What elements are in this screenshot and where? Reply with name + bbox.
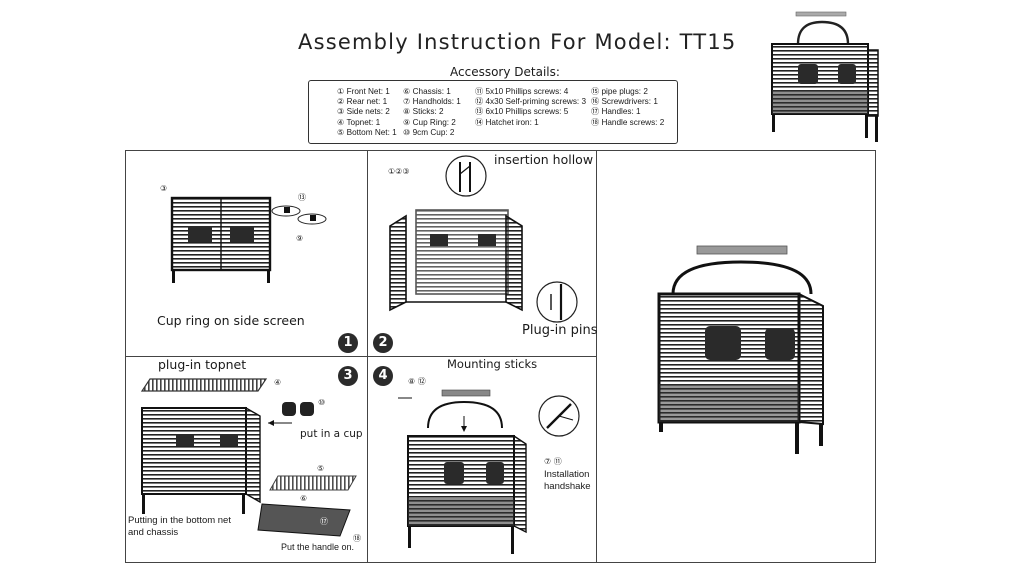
handle-ref: ⑰ (320, 517, 328, 526)
accessory-title: Accessory Details: (450, 65, 560, 79)
finished-frame-drawing (407, 434, 527, 554)
accessory-item: ⑫ 4x30 Self-priming screws: 3 (475, 97, 587, 107)
plug-in-pin-detail-icon (536, 281, 578, 323)
cage-body-drawing (141, 406, 261, 514)
bottom-caption-line-2: and chassis (128, 527, 179, 538)
accessory-item: ⑯ Screwdrivers: 1 (591, 97, 658, 107)
handle-screw-ref: ⑱ (353, 534, 361, 543)
cup-ref: ⑩ (318, 398, 326, 407)
accessory-item: ⑧ Sticks: 2 (403, 107, 444, 117)
accessory-item: ② Rear net: 1 (337, 97, 388, 107)
top-net-ref: ④ (274, 378, 282, 387)
frame-assembly-drawing (389, 209, 523, 312)
step-3-badge: 3 (338, 366, 358, 386)
accessory-item: ⑪ 5x10 Phillips screws: 4 (475, 87, 569, 96)
cup-caption: put in a cup (300, 428, 363, 440)
bottom-net-ref: ⑤ (317, 464, 325, 473)
accessory-item: ⑰ Handles: 1 (591, 107, 641, 117)
step-4-caption-line-2: handshake (544, 481, 591, 492)
step-4-badge: 4 (373, 366, 393, 386)
insertion-hollow-detail-icon (445, 155, 487, 197)
accessory-item: ⑮ pipe plugs: 2 (591, 87, 648, 96)
accessory-item: ⑱ Handle screws: 2 (591, 117, 665, 127)
step-2-badge: 2 (373, 333, 393, 353)
step-4-caption-line-1: Installation (544, 469, 590, 480)
side-net-ref: ③ (160, 184, 168, 193)
step-3-title: plug-in topnet (158, 357, 247, 372)
product-thumbnail (771, 11, 879, 142)
accessory-list: ① Front Net: 1 ② Rear net: 1 ③ Side nets… (308, 80, 678, 144)
chassis-drawing (257, 503, 351, 537)
chassis-ref: ⑥ (300, 494, 308, 503)
net-refs: ①②③ (388, 167, 410, 176)
top-net-drawing (140, 378, 268, 392)
bottom-caption-line-1: Putting in the bottom net (128, 515, 231, 526)
cup-drawing (282, 402, 314, 416)
installation-refs: ⑦ ⑪ (544, 457, 562, 466)
step-2-caption: Plug-in pins (522, 323, 598, 338)
accessory-item: ③ Side nets: 2 (337, 107, 390, 117)
step-2-title: insertion hollow (494, 152, 594, 167)
accessory-item: ⑬ 6x10 Phillips screws: 5 (475, 107, 569, 117)
mount-detail-icon (538, 395, 580, 437)
accessory-column-4: ⑮ pipe plugs: 2 ⑯ Screwdrivers: 1 ⑰ Hand… (591, 87, 664, 128)
accessory-item: ⑩ 9cm Cup: 2 (403, 127, 455, 137)
accessory-column-2: ⑥ Chassis: 1 ⑦ Handholds: 1 ⑧ Sticks: 2 … (403, 87, 461, 138)
handle-caption: Put the handle on. (281, 542, 355, 552)
cup-ring-ref: ⑨ (296, 234, 304, 243)
bottom-net-drawing (269, 475, 357, 491)
accessory-item: ⑥ Chassis: 1 (403, 87, 451, 96)
side-net-drawing (170, 196, 272, 283)
accessory-item: ④ Topnet: 1 (337, 117, 381, 127)
accessory-column-1: ① Front Net: 1 ② Rear net: 1 ③ Side nets… (337, 87, 397, 138)
final-cage-illustration (657, 245, 824, 454)
accessory-column-3: ⑪ 5x10 Phillips screws: 4 ⑫ 4x30 Self-pr… (475, 87, 586, 128)
accessory-item: ⑨ Cup Ring: 2 (403, 117, 456, 127)
step-1-badge: 1 (338, 333, 358, 353)
document-title: Assembly Instruction For Model: TT15 (298, 30, 737, 54)
cup-ring-drawing (271, 205, 327, 225)
screw-ref: ⑬ (298, 193, 306, 202)
stick-refs: ⑧ ⑫ (408, 377, 426, 386)
accessory-item: ① Front Net: 1 (337, 87, 390, 96)
accessory-item: ⑭ Hatchet iron: 1 (475, 117, 539, 127)
final-product-panel (596, 150, 876, 563)
step-1-caption: Cup ring on side screen (157, 313, 305, 328)
arrow-icon (268, 420, 292, 426)
step-4-title: Mounting sticks (447, 357, 538, 371)
accessory-item: ⑤ Bottom Net: 1 (337, 127, 397, 137)
handle-drawing (398, 389, 503, 432)
accessory-item: ⑦ Handholds: 1 (403, 97, 461, 107)
